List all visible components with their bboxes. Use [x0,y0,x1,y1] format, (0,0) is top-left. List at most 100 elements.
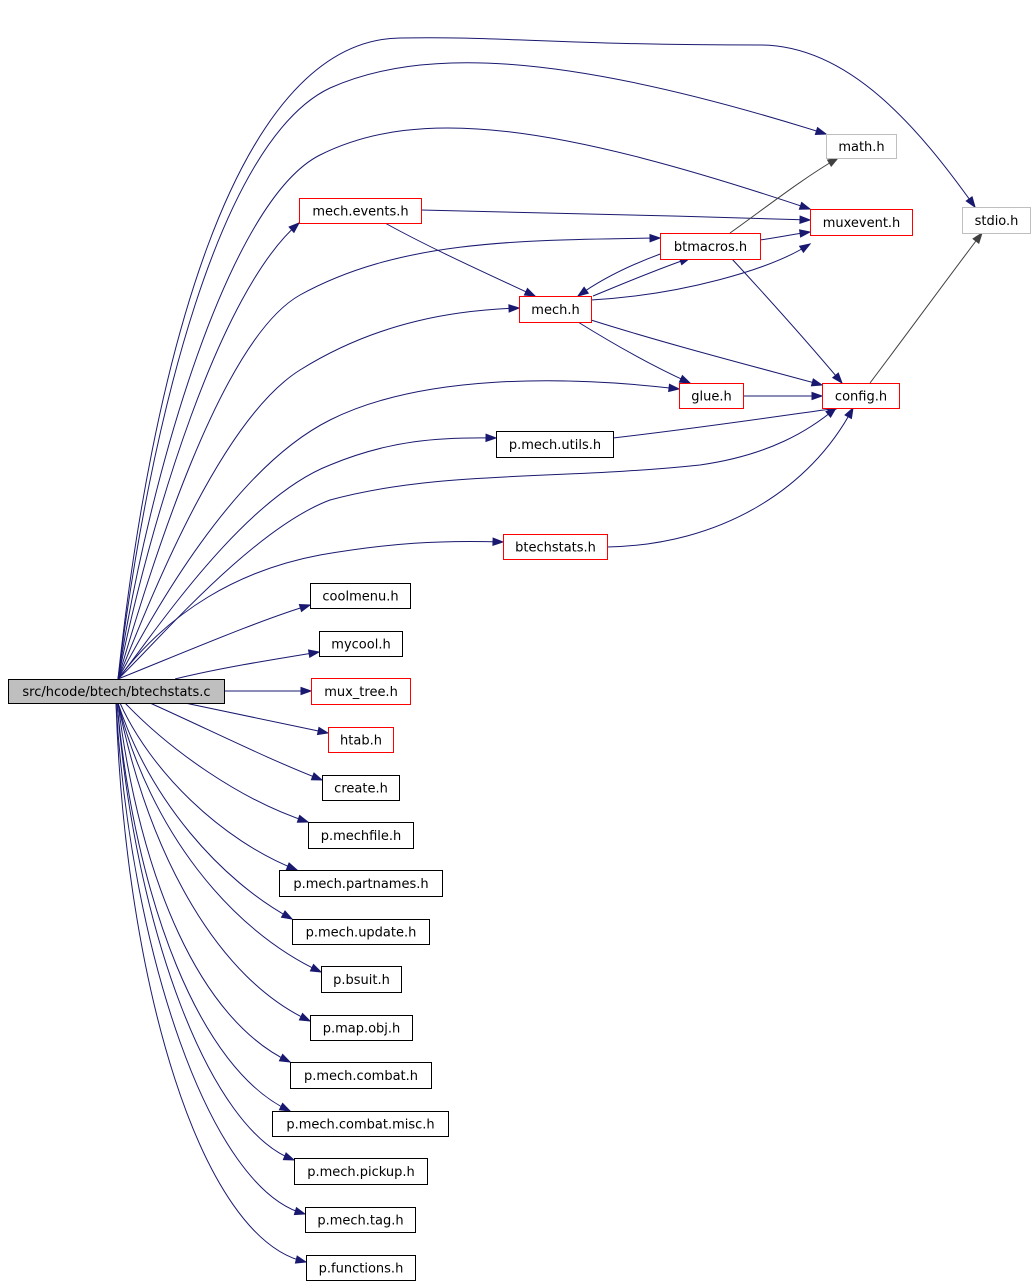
node-box [822,383,900,409]
node-box [310,1015,413,1041]
edge-config-to-stdio [869,231,983,384]
node-box [290,1062,432,1089]
edge-root-to-glue [117,380,681,680]
include-node-pmechtag[interactable]: p.mech.tag.h [305,1207,416,1233]
edge-root-to-muxevent [117,127,812,680]
include-node-glue[interactable]: glue.h [679,383,744,409]
include-node-pmechupdate[interactable]: p.mech.update.h [292,919,430,945]
node-label: src/hcode/btech/btechstats.c [22,685,210,700]
include-node-btmacros[interactable]: btmacros.h [660,233,761,260]
root-file-node[interactable]: src/hcode/btech/btechstats.c [8,679,225,704]
node-box [272,1111,449,1137]
edge-root-to-pmechfile [124,702,310,823]
node-box [810,209,913,236]
graph-edges [115,37,983,1264]
node-box [319,631,403,657]
edge-root-to-pmechtag [115,702,307,1216]
edge-root-to-pmechcombatmisc [116,702,292,1112]
node-label: mech.events.h [312,205,408,220]
node-label: p.bsuit.h [333,973,390,988]
node-label: btmacros.h [674,240,747,255]
edge-mech-to-config [590,319,824,387]
node-box [8,679,225,704]
node-box [660,233,761,260]
include-node-pmechutils[interactable]: p.mech.utils.h [496,431,614,458]
include-node-muxtree[interactable]: mux_tree.h [311,678,411,705]
edge-root-to-coolmenu [117,603,312,680]
node-label: p.mechfile.h [321,829,402,844]
edge-root-to-htab [184,702,330,736]
node-label: mycool.h [331,638,390,653]
edge-btmacros-to-mech [576,252,664,297]
node-label: btechstats.h [515,541,596,556]
node-box [496,431,614,458]
include-node-pmechcombat[interactable]: p.mech.combat.h [290,1062,432,1089]
node-box [305,1207,416,1233]
node-label: glue.h [691,390,731,405]
node-label: mux_tree.h [324,685,398,700]
include-node-pfunctions[interactable]: p.functions.h [306,1255,416,1281]
graph-nodes: src/hcode/btech/btechstats.c math.h stdio.… [8,134,1031,1281]
node-box [294,1158,428,1185]
include-node-muxevent[interactable]: muxevent.h [810,209,913,236]
edge-btmacros-to-config [731,258,843,385]
include-node-coolmenu[interactable]: coolmenu.h [310,583,411,609]
node-box [962,207,1031,234]
edge-root-to-btechstats [117,537,505,680]
include-node-pmechfile[interactable]: p.mechfile.h [308,822,414,849]
edge-root-to-stdio [117,37,976,680]
node-label: coolmenu.h [322,590,398,605]
node-label: p.mech.combat.h [304,1069,418,1084]
edge-pmechutils-to-config [612,405,840,439]
node-label: p.map.obj.h [323,1022,401,1037]
edge-root-to-mech [117,304,521,680]
include-node-stdio[interactable]: stdio.h [962,207,1031,234]
edge-root-to-pmechcombat [117,702,292,1063]
include-node-pmechpickup[interactable]: p.mech.pickup.h [294,1158,428,1185]
node-box [292,919,430,945]
node-label: p.mech.combat.misc.h [286,1118,434,1133]
node-label: p.functions.h [319,1262,404,1277]
include-node-pmechpartnames[interactable]: p.mech.partnames.h [279,870,443,897]
edge-root-to-pfunctions [115,702,308,1264]
include-node-btechstats[interactable]: btechstats.h [503,534,608,560]
node-label: stdio.h [975,214,1019,229]
node-label: math.h [838,140,884,155]
node-box [503,534,608,560]
node-box [328,727,394,753]
edge-mech-to-glue [577,321,692,384]
include-node-mech[interactable]: mech.h [519,296,592,323]
node-label: p.mech.pickup.h [307,1165,415,1180]
node-label: htab.h [340,734,382,749]
edge-btmacros-to-math [729,157,840,234]
node-box [308,822,414,849]
node-box [311,678,411,705]
node-box [279,870,443,897]
edge-mech-to-btmacros [592,257,692,297]
include-node-config[interactable]: config.h [822,383,900,409]
node-label: create.h [334,782,388,797]
node-label: p.mech.utils.h [509,438,601,453]
include-node-math[interactable]: math.h [826,134,897,159]
edge-root-to-pmapobj [117,702,312,1022]
include-node-pmechcombatmisc[interactable]: p.mech.combat.misc.h [272,1111,449,1137]
edge-root-to-mechevents [117,222,301,680]
node-box [306,1255,416,1281]
node-box [519,296,592,323]
include-node-create[interactable]: create.h [322,775,400,801]
include-node-pmapobj[interactable]: p.map.obj.h [310,1015,413,1041]
edge-root-to-create [149,702,324,781]
edge-glue-to-config [743,391,824,401]
edge-root-to-muxtree [224,686,313,696]
node-box [310,583,411,609]
node-box [321,966,402,993]
node-label: p.mech.update.h [306,926,417,941]
edge-btmacros-to-muxevent [759,229,812,241]
node-box [826,134,897,159]
edge-mechevents-to-muxevent [420,209,812,224]
include-node-pbsuit[interactable]: p.bsuit.h [321,966,402,993]
include-node-mycool[interactable]: mycool.h [319,631,403,657]
include-node-mechevents[interactable]: mech.events.h [299,198,422,224]
include-node-htab[interactable]: htab.h [328,727,394,753]
